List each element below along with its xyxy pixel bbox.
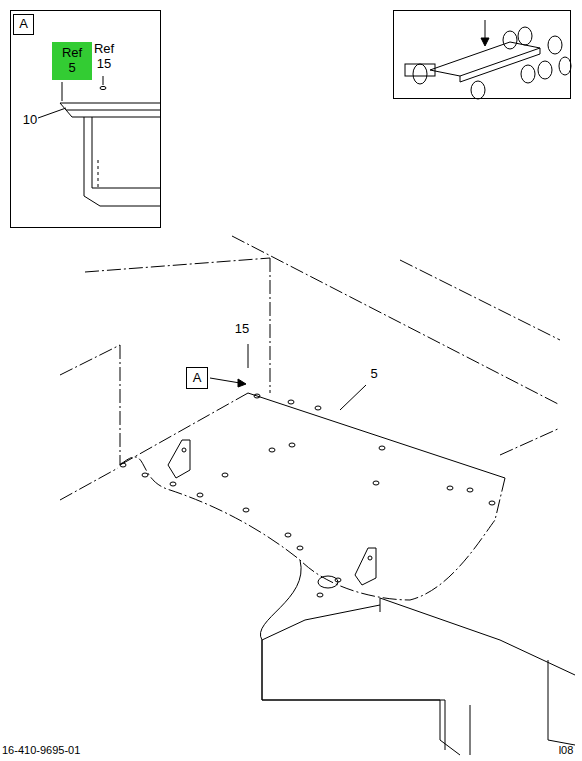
- mount-hole: [317, 593, 323, 597]
- callout-number: 15: [235, 322, 249, 337]
- node-text: A: [19, 17, 28, 32]
- mount-hole: [335, 578, 341, 582]
- sheet-code: l08: [559, 744, 574, 757]
- mount-bracket: [168, 440, 376, 585]
- frame-member: [262, 598, 575, 755]
- mount-hole: [289, 443, 295, 447]
- locator-arrowhead: [481, 38, 489, 46]
- callout-number: 10: [23, 113, 37, 128]
- leader-line: [248, 344, 249, 368]
- mount-hole: [467, 488, 473, 492]
- mount-hole: [315, 406, 321, 410]
- phantom-structure: [60, 236, 560, 500]
- mount-hole: [222, 473, 228, 477]
- mount-hole: [197, 493, 203, 497]
- mount-hole: [120, 463, 126, 467]
- mount-hole: [288, 400, 294, 404]
- callout-number: 5: [370, 367, 377, 382]
- figure-number: 16-410-9695-01: [2, 744, 80, 757]
- mount-hole: [120, 394, 495, 597]
- mount-hole: [243, 508, 249, 512]
- floor-plate: [120, 393, 505, 755]
- mount-hole: [373, 481, 379, 485]
- mount-hole: [170, 482, 176, 486]
- detail-plate: [60, 86, 160, 206]
- node-text: A: [193, 371, 202, 386]
- mount-hole: [489, 501, 495, 505]
- view-callout-box: A: [186, 367, 208, 389]
- mount-hole: [379, 446, 385, 450]
- reference-callout: Ref 15: [91, 42, 117, 72]
- mount-hole: [269, 448, 275, 452]
- locator-arrow: [485, 20, 486, 40]
- mount-hole: [254, 394, 260, 398]
- mount-hole: [142, 473, 148, 477]
- locator-frame: [394, 11, 571, 99]
- leader-line: [38, 108, 66, 118]
- leader-line: [103, 76, 104, 85]
- reference-box: Ref 5: [52, 42, 92, 80]
- mount-hole: [447, 486, 453, 490]
- leader-line: [340, 385, 366, 410]
- chassis-sketch: [405, 27, 571, 99]
- leader-arrowhead: [238, 379, 246, 387]
- mount-hole: [297, 546, 303, 550]
- leader-line: [210, 378, 240, 383]
- mount-hole: [285, 533, 291, 537]
- node-text: Ref 5: [60, 46, 84, 76]
- leader-line: [62, 82, 63, 101]
- access-hole: [318, 576, 338, 588]
- detail-frame: [11, 11, 161, 228]
- view-label-box: A: [13, 14, 34, 35]
